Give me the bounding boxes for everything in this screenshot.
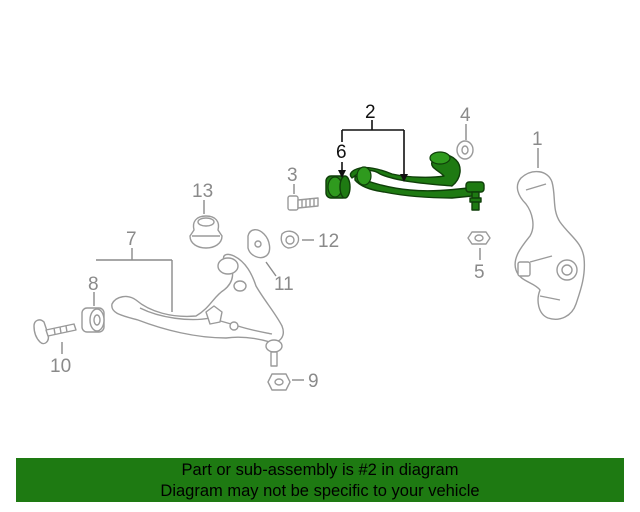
cam-bolt-10[interactable] [33, 319, 77, 345]
bushing-8[interactable] [81, 307, 105, 333]
callout-8: 8 [88, 274, 99, 295]
callout-10: 10 [50, 356, 71, 377]
callout-13: 13 [192, 181, 213, 202]
steering-knuckle[interactable] [514, 171, 586, 320]
leader-6 [338, 162, 346, 178]
leader-2 [341, 120, 408, 182]
bolt-3[interactable] [287, 195, 319, 211]
callout-6: 6 [336, 142, 347, 163]
banner-line-2: Diagram may not be specific to your vehi… [160, 482, 480, 500]
callout-1: 1 [532, 129, 543, 150]
callout-4: 4 [460, 105, 471, 126]
callout-5: 5 [474, 262, 485, 283]
leader-11 [265, 261, 277, 277]
callout-12: 12 [318, 231, 339, 252]
info-banner: Part or sub-assembly is #2 in diagram Di… [16, 458, 624, 502]
cam-plate-11[interactable] [247, 229, 271, 259]
lower-ball-joint[interactable] [265, 339, 283, 367]
callout-2: 2 [365, 102, 376, 123]
upper-control-arm[interactable] [349, 151, 485, 211]
parts-diagram: 1 2 6 3 4 [33, 102, 586, 392]
banner-line-1: Part or sub-assembly is #2 in diagram [181, 461, 459, 479]
callout-7: 7 [126, 229, 137, 250]
leader-7 [96, 248, 173, 312]
nut-4[interactable] [456, 140, 474, 160]
control-arm-bushing[interactable] [325, 175, 351, 199]
lower-control-arm[interactable] [111, 253, 284, 343]
nut-9[interactable] [267, 373, 291, 391]
callout-9: 9 [308, 371, 319, 392]
callout-3: 3 [287, 165, 298, 186]
callout-11: 11 [274, 274, 294, 295]
nut-12[interactable] [280, 230, 300, 249]
bump-stop-13[interactable] [189, 215, 223, 249]
nut-5[interactable] [467, 231, 491, 245]
